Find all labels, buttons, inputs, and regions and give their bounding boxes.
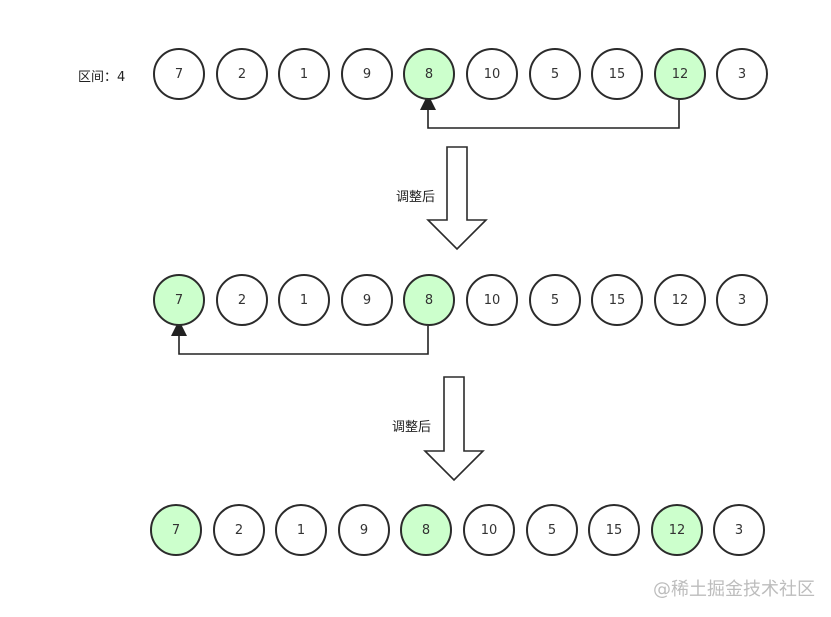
array-node: 10 — [466, 48, 518, 100]
watermark: @稀土掘金技术社区 — [653, 579, 815, 600]
array-node: 9 — [338, 504, 390, 556]
array-node: 2 — [216, 48, 268, 100]
array-node: 3 — [713, 504, 765, 556]
array-node: 8 — [403, 48, 455, 100]
array-node: 1 — [275, 504, 327, 556]
array-node: 8 — [400, 504, 452, 556]
array-node: 15 — [591, 274, 643, 326]
step-label-2: 调整后 — [392, 420, 432, 435]
array-node: 3 — [716, 48, 768, 100]
array-node: 12 — [654, 274, 706, 326]
array-node: 10 — [463, 504, 515, 556]
array-node: 15 — [588, 504, 640, 556]
array-node: 5 — [529, 48, 581, 100]
array-node: 7 — [153, 274, 205, 326]
array-node: 3 — [716, 274, 768, 326]
array-node: 9 — [341, 274, 393, 326]
array-node: 7 — [150, 504, 202, 556]
down-arrow-icon — [426, 146, 488, 251]
swap-arrow-row-1 — [420, 94, 680, 129]
array-node: 5 — [526, 504, 578, 556]
interval-label: 区间：4 — [78, 70, 126, 85]
array-node: 2 — [213, 504, 265, 556]
array-node: 9 — [341, 48, 393, 100]
array-node: 15 — [591, 48, 643, 100]
step-label-1: 调整后 — [396, 190, 436, 205]
swap-arrow-row-2 — [171, 320, 429, 355]
array-node: 1 — [278, 48, 330, 100]
array-node: 2 — [216, 274, 268, 326]
array-node: 7 — [153, 48, 205, 100]
array-node: 8 — [403, 274, 455, 326]
array-node: 1 — [278, 274, 330, 326]
array-node: 12 — [651, 504, 703, 556]
array-node: 12 — [654, 48, 706, 100]
array-node: 5 — [529, 274, 581, 326]
array-node: 10 — [466, 274, 518, 326]
down-arrow-icon — [423, 376, 485, 482]
